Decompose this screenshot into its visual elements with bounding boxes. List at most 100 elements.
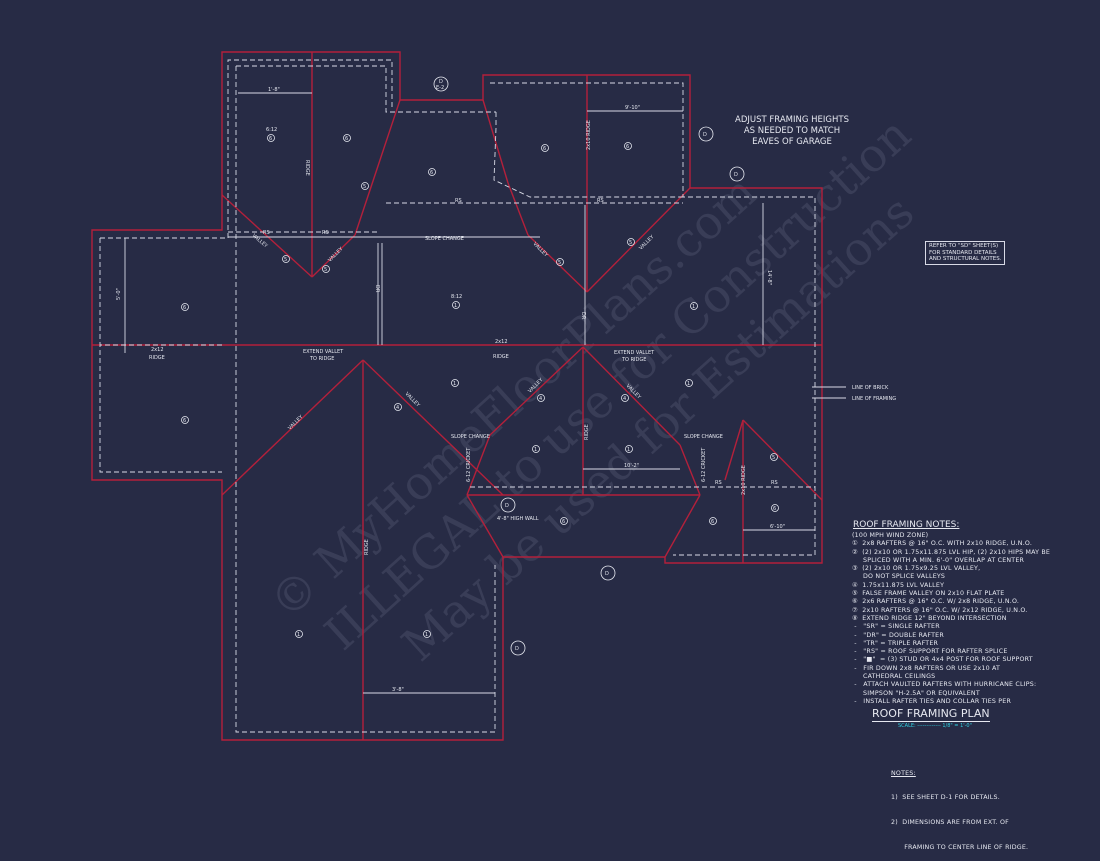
- roof-framing-drawing: © MyHomeFloorPlans.com ILLEGAL to use fo…: [91, 51, 924, 741]
- svg-text:2x10 RIDGE: 2x10 RIDGE: [741, 465, 747, 495]
- svg-text:D: D: [515, 646, 519, 652]
- svg-text:5: 5: [324, 267, 327, 273]
- note-line: 1) SEE SHEET D-1 FOR DETAILS.: [891, 794, 1000, 802]
- note-line: REFER TO "SD" SHEET(S): [929, 243, 999, 249]
- note-line: EAVES OF GARAGE: [752, 137, 832, 147]
- svg-text:1: 1: [534, 447, 537, 453]
- framing-note-line: SPLICED WITH A MIN. 6'-0" OVERLAP AT CEN…: [852, 556, 1025, 564]
- note-line: 2) DIMENSIONS ARE FROM EXT. OF: [891, 819, 1009, 827]
- framing-note-line: ⑤ FALSE FRAME VALLEY ON 2x10 FLAT PLATE: [852, 590, 1005, 598]
- framing-note-line: - "■" = (3) STUD OR 4x4 POST FOR ROOF SU…: [852, 656, 1033, 664]
- roof-framing-notes-title: ROOF FRAMING NOTES:: [853, 520, 960, 530]
- svg-text:4'-8" HIGH WALL: 4'-8" HIGH WALL: [497, 516, 539, 522]
- svg-text:6: 6: [183, 305, 186, 311]
- scale-label: SCALE: ------------- 1/8" = 1'-0": [898, 723, 972, 729]
- svg-text:6: 6: [543, 146, 546, 152]
- svg-text:6: 6: [562, 519, 565, 525]
- svg-text:RS: RS: [771, 480, 778, 486]
- pitch-label: 6:12: [266, 127, 277, 133]
- svg-text:LINE OF BRICK: LINE OF BRICK: [852, 385, 889, 391]
- svg-text:1: 1: [627, 447, 630, 453]
- svg-text:1: 1: [297, 632, 300, 638]
- svg-text:SLOPE CHANGE: SLOPE CHANGE: [684, 434, 723, 440]
- general-notes: NOTES: 1) SEE SHEET D-1 FOR DETAILS. 2) …: [891, 753, 1028, 861]
- svg-text:VALLEY: VALLEY: [287, 414, 305, 432]
- svg-text:2x12: 2x12: [151, 347, 164, 353]
- svg-text:TO RIDGE: TO RIDGE: [309, 356, 334, 362]
- rafter-callouts: 6 6 6 6 6 1 1 1 1 1 1 1 6 6 1 4 4 4 5 5 …: [181, 76, 779, 656]
- svg-text:DR: DR: [374, 285, 380, 293]
- note-line: FRAMING TO CENTER LINE OF RIDGE.: [891, 844, 1029, 852]
- framing-note-line: - "DR" = DOUBLE RAFTER: [852, 631, 944, 639]
- svg-text:5: 5: [363, 184, 366, 190]
- general-notes-title: NOTES:: [891, 769, 916, 777]
- svg-text:RIDGE: RIDGE: [493, 354, 509, 360]
- framing-note-line: DO NOT SPLICE VALLEYS: [852, 573, 946, 581]
- svg-text:DR: DR: [580, 312, 586, 320]
- svg-text:6: 6: [711, 519, 714, 525]
- svg-text:5: 5: [772, 455, 775, 461]
- framing-note-line: ⑥ 2x6 RAFTERS @ 16" O.C. W/ 2x8 RIDGE, U…: [852, 598, 1020, 606]
- svg-text:4: 4: [539, 396, 542, 402]
- svg-text:SLOPE CHANGE: SLOPE CHANGE: [451, 434, 490, 440]
- svg-text:ILLEGAL to use for Constructio: ILLEGAL to use for Construction: [314, 107, 921, 661]
- svg-text:1: 1: [687, 381, 690, 387]
- svg-text:6'-10": 6'-10": [770, 524, 785, 530]
- svg-text:5: 5: [558, 260, 561, 266]
- svg-text:4: 4: [623, 396, 626, 402]
- framing-note-line: - ATTACH VAULTED RAFTERS WITH HURRICANE …: [852, 681, 1037, 689]
- framing-note-line: (100 MPH WIND ZONE): [852, 532, 929, 539]
- note-line: FOR STANDARD DETAILS: [929, 249, 997, 256]
- svg-text:D: D: [505, 503, 509, 509]
- framing-lines: [99, 59, 846, 733]
- svg-text:D: D: [439, 79, 443, 85]
- svg-text:5: 5: [629, 240, 632, 246]
- svg-text:6: 6: [345, 136, 348, 142]
- svg-text:D: D: [605, 571, 609, 577]
- svg-text:6: 6: [183, 418, 186, 424]
- svg-text:6-12 CRICKET: 6-12 CRICKET: [466, 447, 472, 482]
- framing-note-line: - "TR" = TRIPLE RAFTER: [852, 639, 939, 647]
- svg-text:6: 6: [269, 136, 272, 142]
- framing-note-line: CATHEDRAL CEILINGS: [852, 673, 936, 681]
- svg-text:6: 6: [773, 506, 776, 512]
- svg-text:RIDGE: RIDGE: [584, 424, 590, 440]
- note-line: ADJUST FRAMING HEIGHTS: [735, 115, 849, 125]
- svg-text:14'-8": 14'-8": [766, 270, 772, 285]
- svg-text:RS: RS: [263, 230, 270, 236]
- svg-text:TO RIDGE: TO RIDGE: [621, 357, 646, 363]
- svg-text:D: D: [734, 172, 738, 178]
- svg-text:5: 5: [284, 257, 287, 263]
- svg-text:RIDGE: RIDGE: [149, 355, 165, 361]
- svg-text:VALLEY: VALLEY: [404, 391, 422, 409]
- svg-text:RS: RS: [455, 198, 462, 204]
- framing-note-line: - INSTALL RAFTER TIES AND COLLAR TIES PE…: [852, 697, 1012, 705]
- svg-text:RIDGE: RIDGE: [304, 160, 310, 176]
- svg-text:1'-8": 1'-8": [268, 87, 280, 93]
- refer-sd-note: REFER TO "SD" SHEET(S) FOR STANDARD DETA…: [925, 241, 1006, 265]
- svg-text:LINE OF FRAMING: LINE OF FRAMING: [852, 396, 896, 402]
- svg-text:6: 6: [626, 144, 629, 150]
- svg-text:D: D: [703, 132, 707, 138]
- svg-text:RS: RS: [597, 198, 604, 204]
- svg-text:1: 1: [692, 304, 695, 310]
- svg-text:VALLEY: VALLEY: [532, 241, 550, 259]
- framing-note-line: ② (2) 2x10 OR 1.75x11.875 LVL HIP, (2) 2…: [852, 548, 1051, 556]
- svg-text:6-12 CRICKET: 6-12 CRICKET: [701, 447, 707, 482]
- svg-text:EXTEND VALLET: EXTEND VALLET: [614, 350, 655, 356]
- svg-text:RIDGE: RIDGE: [364, 539, 370, 555]
- pitch-label: 8:12: [451, 294, 462, 300]
- svg-text:1: 1: [454, 303, 457, 309]
- framing-note-line: ④ 1.75x11.875 LVL VALLEY: [852, 581, 945, 589]
- framing-note-line: ① 2x8 RAFTERS @ 16" O.C. WITH 2x10 RIDGE…: [852, 540, 1033, 548]
- detail-sheet-label: E-2: [436, 85, 444, 91]
- note-line: AND STRUCTURAL NOTES.: [929, 256, 1002, 262]
- svg-text:RS: RS: [715, 480, 722, 486]
- svg-text:EXTEND VALLET: EXTEND VALLET: [303, 349, 344, 355]
- svg-text:6: 6: [430, 170, 433, 176]
- roof-outline: [91, 51, 823, 741]
- framing-note-line: ③ (2) 2x10 OR 1.75x9.25 LVL VALLEY,: [852, 565, 981, 573]
- framing-note-line: - "SR" = SINGLE RAFTER: [852, 623, 940, 631]
- framing-note-line: SIMPSON "H-2.5A" OR EQUIVALENT: [852, 689, 980, 697]
- svg-text:4: 4: [396, 405, 399, 411]
